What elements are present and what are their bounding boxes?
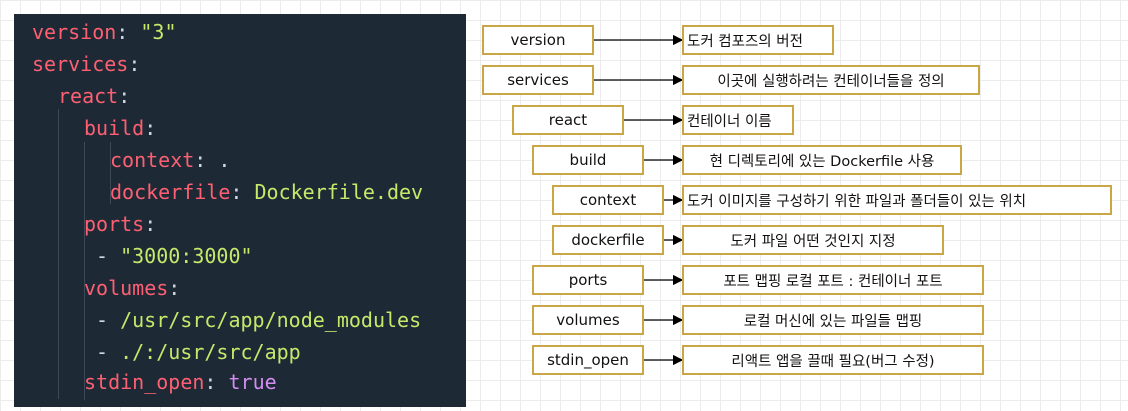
- code-line-volumes: volumes:: [84, 276, 181, 300]
- yaml-key: services: [32, 52, 129, 76]
- yaml-key: volumes: [84, 276, 169, 300]
- code-line-dockerfile: dockerfile: Dockerfile.dev: [110, 180, 424, 204]
- code-panel: version: "3" services: react: build: con…: [14, 14, 466, 407]
- key-box-stdin-open: stdin_open: [532, 345, 644, 375]
- yaml-key: context: [110, 148, 195, 172]
- key-box-dockerfile: dockerfile: [552, 225, 664, 255]
- yaml-key: dockerfile: [110, 180, 231, 204]
- desc-box-stdin-open: 리액트 앱을 끌때 필요(버그 수정): [682, 345, 984, 375]
- yaml-key: ports: [84, 212, 145, 236]
- indent-guide: [84, 142, 85, 400]
- indent-guide: [58, 109, 59, 399]
- code-line-context: context: .: [110, 148, 231, 172]
- code-line-ports-item: - "3000:3000": [96, 244, 253, 268]
- key-box-build: build: [532, 145, 644, 175]
- key-box-context: context: [552, 185, 664, 215]
- key-box-ports: ports: [532, 265, 644, 295]
- desc-box-build: 현 디렉토리에 있는 Dockerfile 사용: [682, 145, 962, 175]
- key-box-services: services: [482, 65, 594, 95]
- desc-box-context: 도커 이미지를 구성하기 위한 파일과 폴더들이 있는 위치: [682, 185, 1112, 215]
- desc-box-dockerfile: 도커 파일 어떤 것인지 지정: [682, 225, 944, 255]
- code-line-services: services:: [32, 52, 141, 76]
- desc-box-services: 이곳에 실행하려는 컨테이너들을 정의: [682, 65, 980, 95]
- yaml-value: "3": [140, 20, 177, 44]
- key-box-version: version: [482, 25, 594, 55]
- code-line-volume-1: - /usr/src/app/node_modules: [96, 308, 422, 332]
- desc-box-volumes: 로컬 머신에 있는 파일들 맵핑: [682, 305, 984, 335]
- code-line-ports: ports:: [84, 212, 157, 236]
- code-line-version: version: "3": [32, 20, 177, 44]
- yaml-value: ./:/usr/src/app: [120, 340, 301, 364]
- desc-box-react: 컨테이너 이름: [682, 105, 794, 135]
- code-line-stdin-open: stdin_open: true: [84, 370, 277, 394]
- indent-guide: [84, 237, 85, 269]
- yaml-key: build: [84, 116, 145, 140]
- key-box-react: react: [512, 105, 624, 135]
- code-line-build: build:: [84, 116, 157, 140]
- yaml-value: true: [228, 370, 277, 394]
- yaml-value: .: [218, 148, 231, 172]
- yaml-key: stdin_open: [84, 370, 205, 394]
- key-box-volumes: volumes: [532, 305, 644, 335]
- code-line-volume-2: - ./:/usr/src/app: [96, 340, 301, 364]
- yaml-value: Dockerfile.dev: [254, 180, 424, 204]
- yaml-value: "3000:3000": [120, 244, 253, 268]
- yaml-key: react: [58, 84, 119, 108]
- yaml-value: /usr/src/app/node_modules: [120, 308, 422, 332]
- indent-guide: [110, 142, 111, 204]
- yaml-key: version: [32, 20, 117, 44]
- code-line-react: react:: [58, 84, 131, 108]
- desc-box-version: 도커 컴포즈의 버전: [682, 25, 834, 55]
- desc-box-ports: 포트 맵핑 로컬 포트 : 컨테이너 포트: [682, 265, 984, 295]
